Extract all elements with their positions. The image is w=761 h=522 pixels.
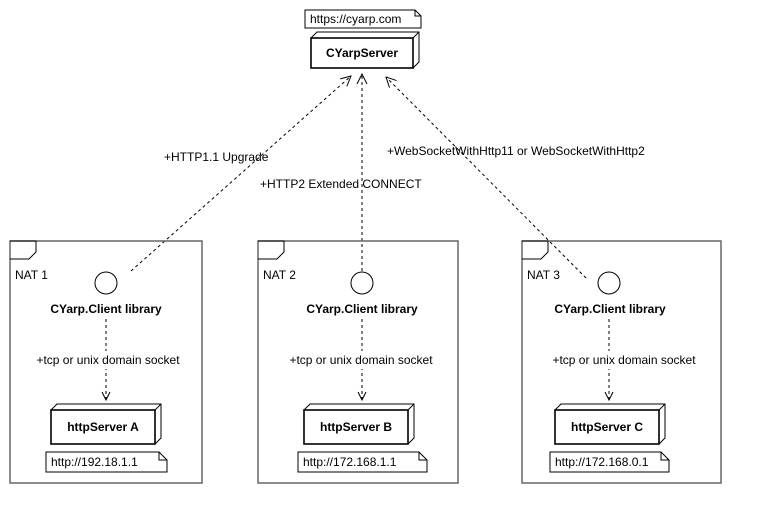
protocol-label-middle: +HTTP2 Extended CONNECT [260,177,422,191]
nat-label: NAT 2 [263,268,296,282]
client-library-label: CYarp.Client library [554,302,666,316]
http-server-label: httpServer C [571,420,643,434]
link-label-bg [545,351,703,369]
server-url-note: https://cyarp.com [304,9,422,29]
client-library-label: CYarp.Client library [306,302,418,316]
link-label: +tcp or unix domain socket [36,353,180,367]
link-label: +tcp or unix domain socket [552,353,696,367]
link-label: +tcp or unix domain socket [289,353,433,367]
client-interface-icon [94,271,118,295]
address-label: http://192.18.1.1 [51,455,138,469]
address-label: http://172.168.1.1 [303,455,397,469]
nat-frame-1: NAT 1 [9,240,203,484]
nat-frame-3: NAT 3 [521,240,722,484]
http-server-label: httpServer B [320,420,392,434]
server-node[interactable]: CYarpServer [310,31,420,69]
connector-http11-upgrade [130,76,351,272]
nat-frame-2: NAT 2 [257,240,459,484]
client-library-label: CYarp.Client library [50,302,162,316]
client-interface-icon [350,271,374,295]
http-server-node-a[interactable]: httpServer A [50,403,162,445]
address-label: http://172.168.0.1 [555,455,649,469]
http-server-node-b[interactable]: httpServer B [303,403,415,445]
nat-label: NAT 1 [15,268,48,282]
http-server-label: httpServer A [67,420,139,434]
nat-label: NAT 3 [527,268,560,282]
server-name: CYarpServer [326,46,398,60]
address-note-b: http://172.168.1.1 [297,451,428,473]
connector-websocket [386,77,587,279]
client-interface-icon [597,271,621,295]
address-note-a: http://192.18.1.1 [45,451,168,473]
http-server-node-c[interactable]: httpServer C [554,403,666,445]
server-url: https://cyarp.com [310,12,401,26]
protocol-label-left: +HTTP1.1 Upgrade [164,150,269,164]
link-label-bg [282,351,440,369]
link-label-bg [30,351,186,369]
protocol-label-right: +WebSocketWithHttp11 or WebSocketWithHtt… [387,144,645,158]
address-note-c: http://172.168.0.1 [549,451,670,473]
